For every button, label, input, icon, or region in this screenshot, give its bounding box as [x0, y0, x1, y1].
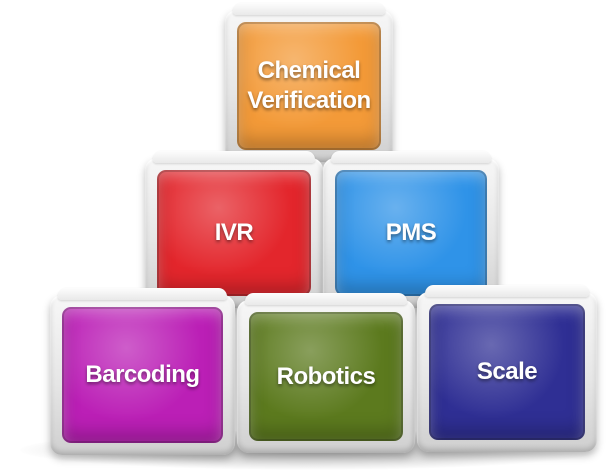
chemical-verification-label: Chemical Verification — [247, 57, 371, 114]
scale-label: Scale — [476, 358, 538, 385]
pms-panel: PMS — [335, 170, 487, 296]
cube-chemical-verification: Chemical Verification — [225, 3, 393, 162]
cube-pms: PMS — [323, 151, 499, 308]
barcoding-label: Barcoding — [85, 361, 200, 388]
robotics-label: Robotics — [276, 362, 376, 390]
cube-barcoding: Barcoding — [50, 288, 235, 455]
cube-ivr: IVR — [145, 151, 323, 308]
pms-label: PMS — [385, 219, 437, 246]
scale-panel: Scale — [429, 304, 585, 440]
barcoding-panel: Barcoding — [62, 307, 223, 443]
cube-robotics: Robotics — [237, 293, 415, 453]
robotics-panel: Robotics — [249, 312, 403, 441]
ivr-label: IVR — [214, 219, 254, 246]
ivr-panel: IVR — [157, 170, 311, 296]
chemical-verification-panel: Chemical Verification — [237, 22, 381, 150]
cube-scale: Scale — [417, 285, 597, 452]
